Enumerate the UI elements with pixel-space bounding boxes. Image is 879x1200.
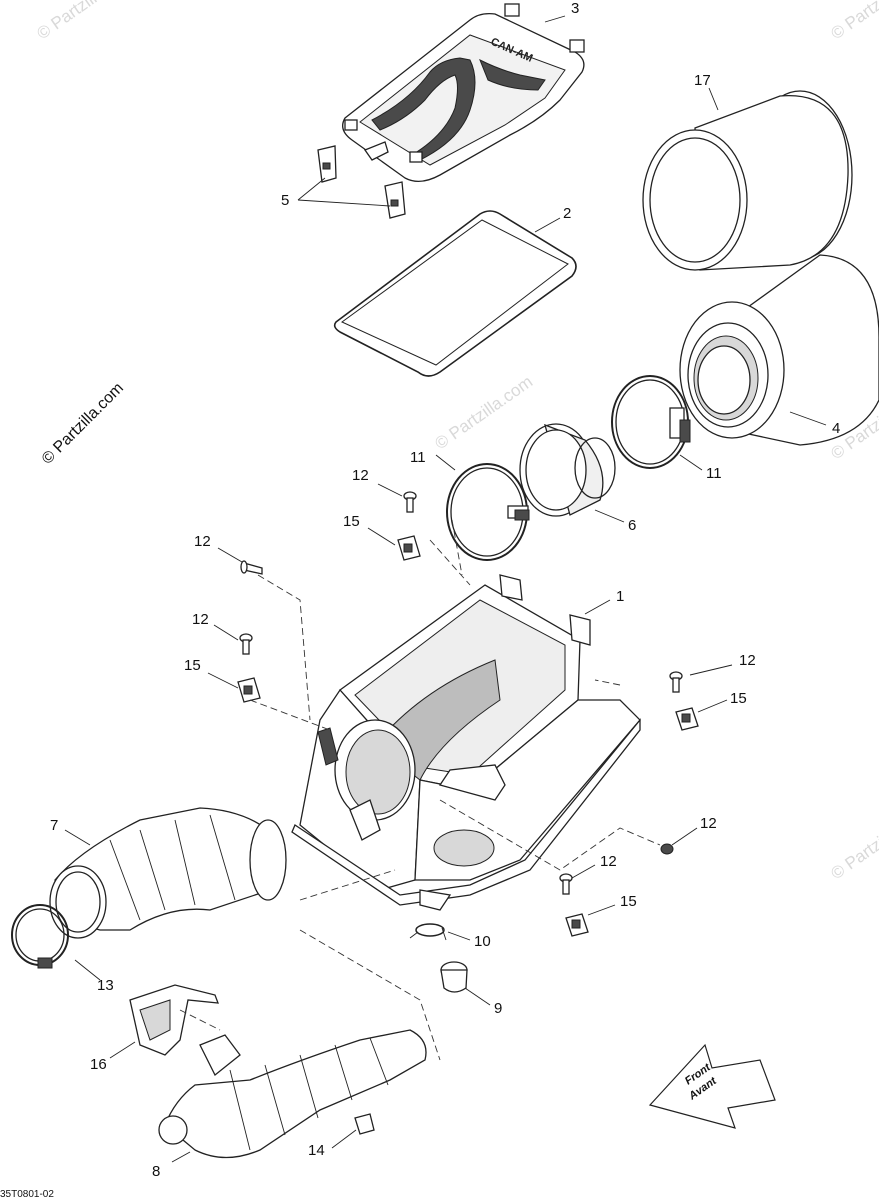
- callout-labels: 3 17 5 2 4 11 11 12 6 15 12 1 12 12 15 1…: [50, 0, 840, 1180]
- part-airbox: [291, 574, 641, 911]
- part-prefilter: [642, 90, 853, 271]
- callout-2: 2: [563, 205, 571, 222]
- callout-12: 12: [192, 611, 209, 628]
- part-air-filter: [679, 254, 879, 446]
- callout-13: 13: [97, 977, 114, 994]
- callout-16: 16: [90, 1056, 107, 1073]
- assembly-lines: [179, 519, 661, 1061]
- callout-12: 12: [739, 652, 756, 669]
- part-clamp-left: [446, 463, 530, 561]
- part-drain-sleeve: [440, 961, 468, 993]
- watermark-main: © Partzilla.com: [39, 380, 127, 468]
- callout-1: 1: [616, 588, 624, 605]
- leader-lines: [64, 15, 827, 1163]
- callout-12: 12: [700, 815, 717, 832]
- watermark-faint: © Partzilla.com: [33, 0, 138, 43]
- part-clips: [317, 145, 406, 219]
- callout-15: 15: [620, 893, 637, 910]
- callout-7: 8: [152, 1163, 160, 1180]
- callout-14: 14: [308, 1142, 325, 1159]
- part-bracket: [129, 984, 219, 1056]
- part-bolts: [237, 491, 699, 1135]
- watermark-faint: © Partzilla.com: [827, 802, 879, 883]
- part-airbox-cover: CAN-AM: [342, 3, 585, 182]
- callout-11: 11: [706, 465, 722, 482]
- callout-12: 12: [194, 533, 211, 550]
- callout-15: 15: [184, 657, 201, 674]
- callout-9: 9: [494, 1000, 502, 1017]
- callout-8: 5: [281, 192, 289, 209]
- callout-4: 4: [832, 420, 840, 437]
- drawing-code: 35T0801-02: [0, 1189, 54, 1200]
- callout-17: 17: [694, 72, 711, 89]
- callout-15: 15: [730, 690, 747, 707]
- front-arrow-icon: Front Avant: [648, 1043, 776, 1129]
- callout-6: 7: [50, 817, 58, 834]
- part-lower-tube: [158, 1029, 427, 1159]
- part-spring-clip: [409, 923, 447, 941]
- callout-12: 12: [352, 467, 369, 484]
- callout-3: 3: [571, 0, 579, 17]
- part-intake-tube: [49, 807, 287, 939]
- callout-12: 12: [600, 853, 617, 870]
- part-clamp-13: [11, 904, 69, 969]
- part-clamp-right: [611, 375, 691, 469]
- callout-5: 6: [628, 517, 636, 534]
- callout-11: 11: [410, 449, 426, 466]
- callout-10: 10: [474, 933, 491, 950]
- part-coupler: [519, 423, 616, 517]
- watermark-faint: © Partzilla.com: [827, 0, 879, 43]
- watermark-faint: © Partzilla.com: [431, 372, 536, 453]
- callout-15: 15: [343, 513, 360, 530]
- part-gasket: [333, 210, 577, 377]
